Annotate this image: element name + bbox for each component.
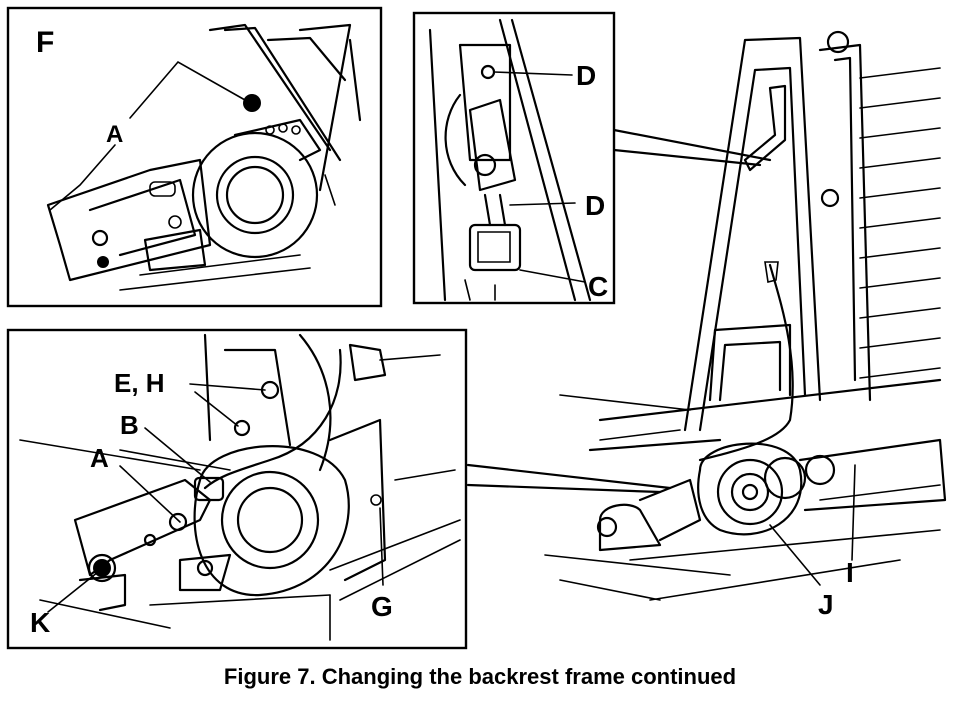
panel-f-title: F <box>36 26 54 59</box>
label-k: K <box>30 607 50 638</box>
connector-line <box>612 128 772 162</box>
detail-panel-d <box>412 11 616 305</box>
detail-panel-main <box>6 328 468 650</box>
figure-caption: Figure 7. Changing the backrest frame co… <box>223 664 737 689</box>
label-i: I <box>846 557 854 588</box>
connector-line <box>466 463 672 490</box>
backrest-assembly-drawing <box>544 30 947 601</box>
connector-line <box>612 148 762 167</box>
label-a-main: A <box>90 443 109 473</box>
label-b: B <box>120 410 139 440</box>
label-d-middle: D <box>585 190 605 221</box>
label-a-panel-f: A <box>106 121 123 148</box>
label-d-top: D <box>576 60 596 91</box>
label-g: G <box>371 591 393 622</box>
label-j: J <box>818 589 834 620</box>
detail-panel-f <box>6 6 383 308</box>
connector-line <box>466 483 662 494</box>
label-e-h: E, H <box>114 368 165 398</box>
label-c: C <box>588 271 608 302</box>
